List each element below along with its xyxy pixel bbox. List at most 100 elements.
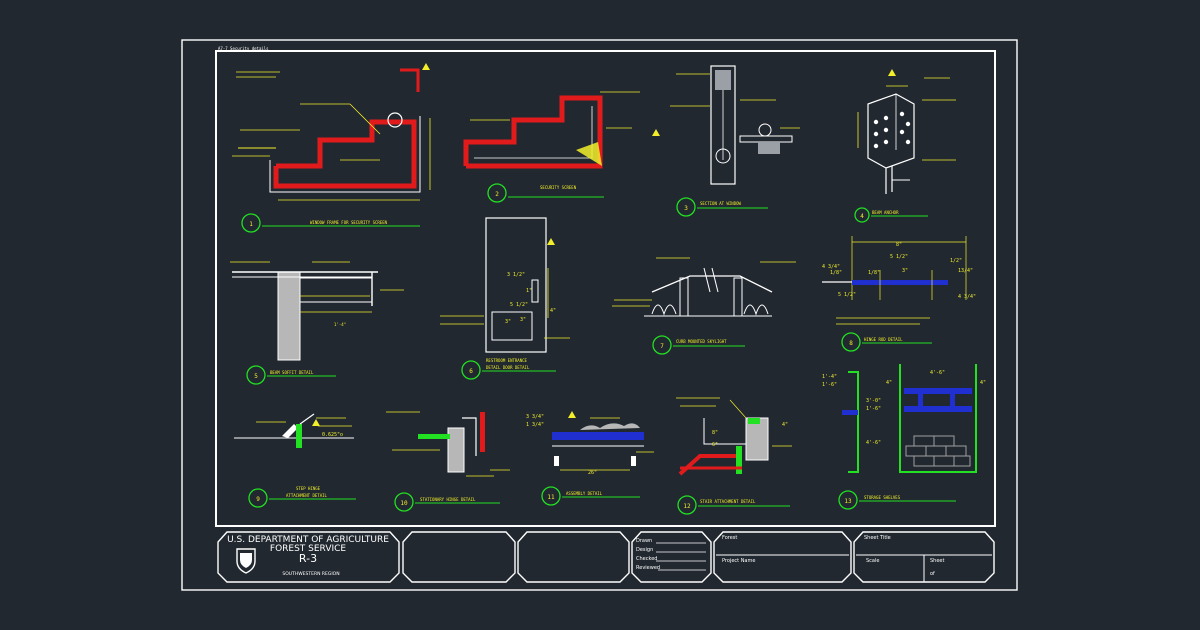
window-section (710, 65, 736, 185)
red-screen-section (463, 95, 603, 169)
detail-6-restroom-door: 3 1/2" 1" 5 1/2" 4" 3" 3" 6 RESTROOM ENT… (440, 217, 570, 380)
dimension-text: 3" (505, 319, 511, 325)
dimension-text: 3" (902, 268, 908, 274)
detail-5-beam-soffit: 1'-4" 5 BEAM SOFFIT DETAIL (230, 261, 404, 385)
detail-number-bubble (541, 486, 561, 506)
detail-number: 6 (469, 368, 473, 375)
outer-sheet-border (181, 39, 1018, 591)
dimension-text: 1'-6" (866, 406, 881, 412)
soffit-box (299, 277, 373, 303)
project-block-frame (713, 531, 852, 583)
leader-line (349, 103, 381, 135)
detail-number-bubble (487, 183, 507, 203)
agency-block-frame (217, 531, 400, 583)
dimension-text: 4 3/4" (822, 264, 840, 270)
leg-left (554, 456, 559, 466)
dimension-text: 1/8" (868, 270, 880, 276)
leg-right (631, 456, 636, 466)
drawing-area-border (215, 50, 996, 527)
detail-number: 3 (684, 205, 688, 212)
agency-line-1: U.S. DEPARTMENT OF AGRICULTURE (227, 535, 389, 545)
door-outline (485, 217, 547, 353)
bolt-circle (715, 148, 731, 164)
detail-title: SECURITY SCREEN (540, 185, 577, 190)
red-stair-stringer (678, 454, 736, 476)
detail-title: STEP HINGE (296, 486, 321, 491)
detail-number: 7 (660, 343, 664, 350)
detail-number: 13 (844, 498, 852, 505)
detail-number-bubble (652, 335, 672, 355)
hatch-mound (580, 423, 640, 430)
blue-shelf-middle (904, 406, 972, 412)
detail-2-security-screen: 2 SECURITY SCREEN (463, 91, 660, 203)
dimension-text: 4" (980, 380, 986, 386)
signature-block-frame (631, 531, 712, 583)
detail-title: BEAM SOFFIT DETAIL (270, 370, 314, 375)
revision-triangle (568, 411, 576, 418)
frame-outline (269, 116, 421, 193)
detail-title: RESTROOM ENTRANCE (486, 358, 528, 363)
detail-7-curb-skylight: 7 CURB MOUNTED SKYLIGHT (612, 257, 796, 355)
dimension-text: 13/4" (958, 268, 973, 274)
red-frame-detail (400, 68, 420, 92)
sheet-title-block-frame (853, 531, 995, 583)
break-line (703, 267, 711, 293)
anchor-plate (867, 93, 915, 169)
blank-block-2 (517, 531, 630, 583)
detail-title: STAIR ATTACHMENT DETAIL (700, 499, 756, 504)
dimension-text: 8" (896, 242, 902, 248)
dimension-text: 1" (526, 288, 532, 294)
detail-number: 1 (249, 221, 253, 228)
drawn-label: Drawn (636, 538, 652, 544)
revision-triangle (312, 419, 320, 426)
detail-number-bubble (246, 365, 266, 385)
dimension-text: 3'-0" (866, 398, 881, 404)
scale-label: Scale (866, 558, 879, 564)
detail-3-section-at-window: 3 SECTION AT WINDOW (670, 65, 800, 217)
insulation-left (651, 304, 677, 316)
sheet-label: Sheet (930, 558, 944, 564)
detail-number-bubble (394, 492, 414, 512)
bolt-holes (873, 111, 911, 149)
dimension-text: 4" (782, 422, 788, 428)
revision-triangle (422, 63, 430, 70)
detail-9-step-hinge: 0.625"o 9 STEP HINGE ATTACHMENT DETAIL (234, 413, 356, 508)
green-hinge (418, 434, 450, 439)
detail-number: 11 (547, 494, 555, 501)
dimension-text: 4" (886, 380, 892, 386)
curb-left (679, 277, 689, 317)
steel-channel (552, 432, 644, 440)
dimension-text: 4'-6" (866, 440, 881, 446)
dimension-text: 1'-4" (334, 322, 346, 327)
dimension-text: 4 3/4" (958, 294, 976, 300)
project-label: Project Name (722, 558, 755, 564)
green-bracket (736, 446, 742, 474)
hatch-block (715, 70, 731, 90)
concrete-column (277, 271, 301, 361)
detail-number-bubble (461, 360, 481, 380)
dimension-text: 5 1/2" (890, 254, 908, 260)
blank-block-1 (402, 531, 516, 583)
detail-11-assembly: 3 3/4" 1 3/4" 26" 11 ASSEMBLY DETAIL (526, 411, 654, 506)
door-panel (491, 311, 533, 341)
blue-shelf (842, 410, 858, 415)
detail-number: 2 (495, 191, 499, 198)
insulation-right (743, 304, 769, 316)
dimension-text: 6" (712, 442, 718, 448)
anchor-circle (758, 123, 772, 137)
reviewed-label: Reviewed (636, 565, 660, 571)
detail-title: SECTION AT WINDOW (700, 201, 742, 206)
revision-triangle (547, 238, 555, 245)
door-hardware (531, 279, 539, 303)
dimension-text: 3" (520, 317, 526, 323)
detail-callout-circle (387, 112, 403, 128)
detail-title: BEAM ANCHOR (872, 210, 899, 215)
detail-8-hinge-rod: 8" 5 1/2" 1/2" 4 3/4" 1/8" 13/4" 3" 1/8"… (822, 236, 976, 352)
detail-number: 10 (400, 500, 408, 507)
sheet-of: of (930, 571, 935, 577)
dimension-text: 5 1/2" (838, 292, 856, 298)
screen-outline (474, 106, 593, 159)
shelf-post (918, 394, 923, 406)
hatch-area (576, 142, 602, 166)
detail-number: 12 (683, 503, 691, 510)
